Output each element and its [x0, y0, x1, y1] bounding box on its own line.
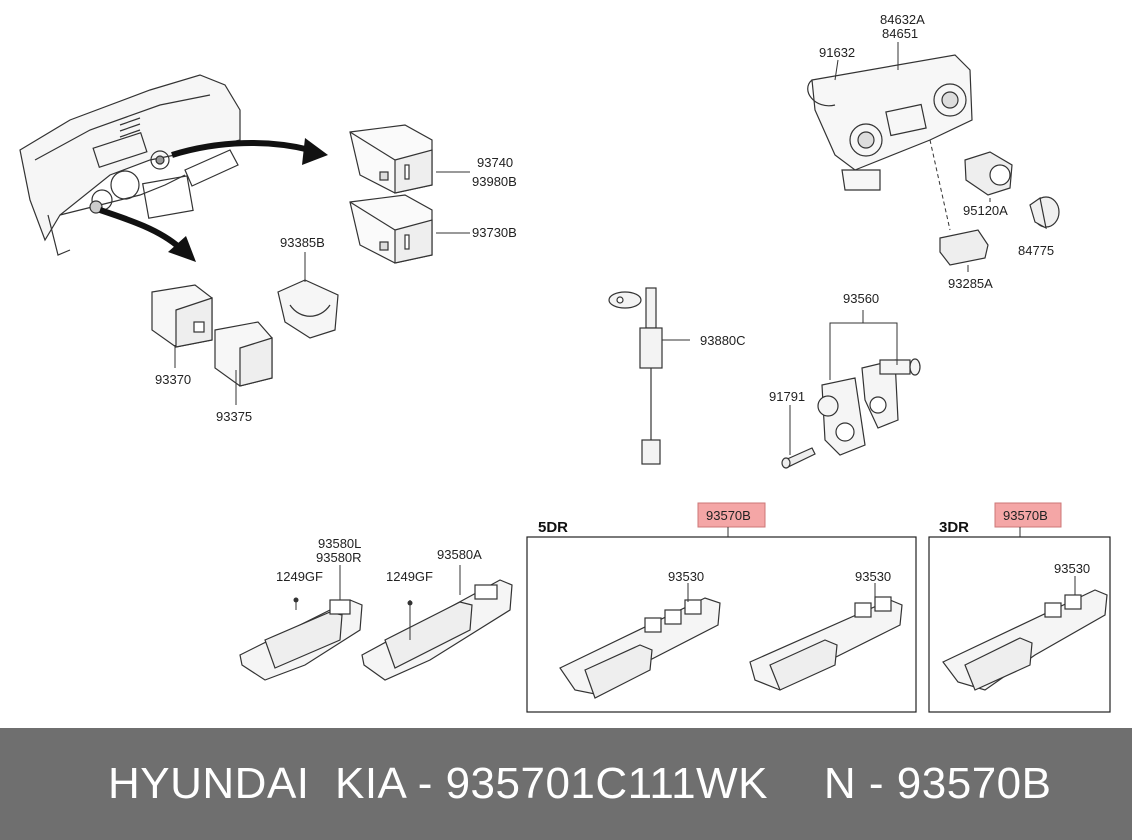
label-93375: 93375: [216, 409, 252, 424]
label-93730B: 93730B: [472, 225, 517, 240]
switch-93375: [214, 321, 273, 387]
label-93570B-5dr: 93570B: [706, 508, 751, 523]
bracket-93385B: [277, 279, 339, 339]
label-93530-b: 93530: [855, 569, 891, 584]
door-switch-93560: [817, 358, 921, 456]
button-93285A: [939, 229, 989, 266]
label-93740: 93740: [477, 155, 513, 170]
switch-93370: [151, 284, 213, 348]
label-93570B-3dr: 93570B: [1003, 508, 1048, 523]
footer-banner: HYUNDAI KIA - 935701C111WK N - 93570B: [0, 728, 1132, 840]
arrow-to-switches: [171, 138, 328, 165]
label-84651: 84651: [882, 26, 918, 41]
switch-93730B: [349, 194, 433, 264]
panel-93580L-R: [239, 599, 363, 681]
label-1249GF-b: 1249GF: [386, 569, 433, 584]
arrow-to-buttons: [99, 207, 196, 262]
label-91791: 91791: [769, 389, 805, 404]
label-93370: 93370: [155, 372, 191, 387]
label-84632A: 84632A: [880, 12, 925, 27]
label-93580A: 93580A: [437, 547, 482, 562]
dashboard-illustration: [19, 74, 241, 256]
parts-diagram: 84632A 84651 91632 93740 93980B 93730B 9…: [19, 12, 1111, 713]
label-93580R: 93580R: [316, 550, 362, 565]
label-93580L: 93580L: [318, 536, 361, 551]
label-93880C: 93880C: [700, 333, 746, 348]
highlight-93570B-3dr: [994, 502, 1062, 528]
cap-84775: [1029, 196, 1060, 230]
socket-95120A: [964, 151, 1013, 196]
label-93980B: 93980B: [472, 174, 517, 189]
panel-93580A: [361, 579, 513, 681]
switch-panel-5dr-driver: [559, 597, 721, 699]
sensor-93880C: [608, 287, 663, 465]
footer-part-number: HYUNDAI KIA - 935701C111WK: [108, 759, 768, 808]
label-1249GF-a: 1249GF: [276, 569, 323, 584]
label-95120A: 95120A: [963, 203, 1008, 218]
switch-93740: [349, 124, 433, 194]
label-3dr: 3DR: [939, 519, 969, 536]
highlight-93570B-5dr: [697, 502, 766, 528]
label-5dr: 5DR: [538, 519, 568, 536]
label-93285A: 93285A: [948, 276, 993, 291]
footer-diagram-number: N - 93570B: [823, 759, 1052, 808]
label-93530-a: 93530: [668, 569, 704, 584]
label-84775: 84775: [1018, 243, 1054, 258]
screw-91791: [781, 447, 816, 469]
switch-panel-3dr: [942, 589, 1108, 691]
switch-panel-5dr-passenger: [749, 596, 903, 691]
group-box-5dr: [526, 536, 917, 713]
label-93530-c: 93530: [1054, 561, 1090, 576]
label-91632: 91632: [819, 45, 855, 60]
heater-control-panel: [807, 54, 973, 191]
label-93560: 93560: [843, 291, 879, 306]
label-93385B: 93385B: [280, 235, 325, 250]
